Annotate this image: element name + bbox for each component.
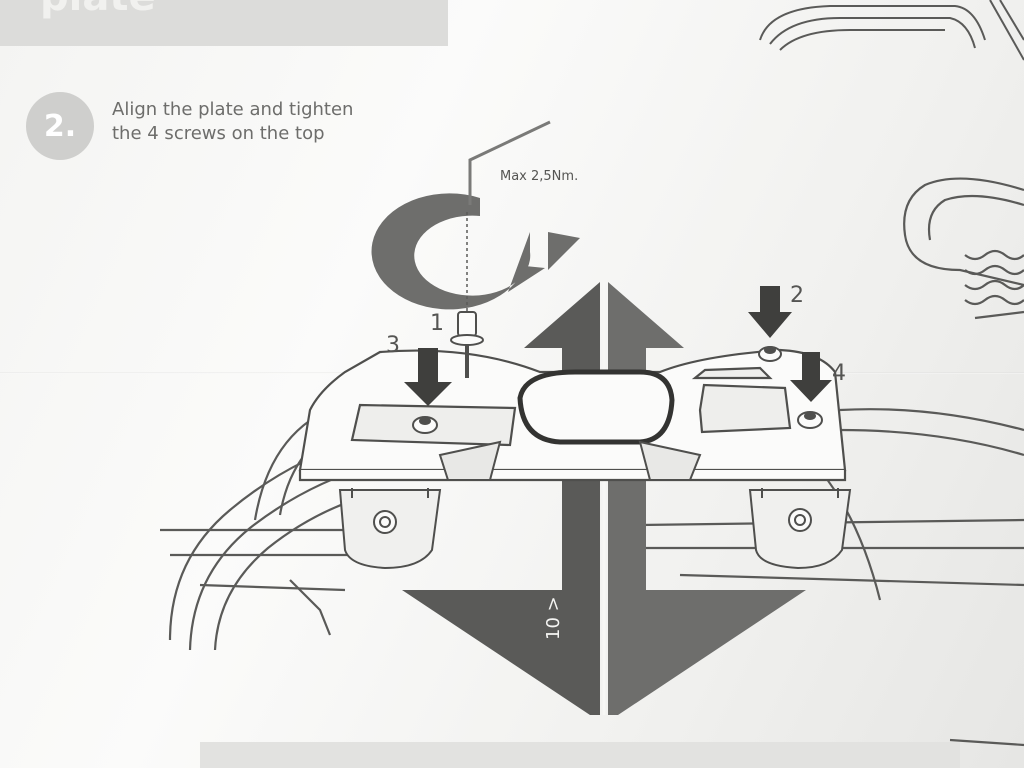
down-arrow-screw-4 bbox=[790, 352, 832, 402]
screw-label-3: 3 bbox=[386, 333, 400, 358]
distance-arrow bbox=[402, 282, 806, 715]
screw-2 bbox=[758, 346, 782, 362]
screw-label-4: 4 bbox=[832, 361, 846, 386]
left-clamp bbox=[338, 488, 442, 570]
distance-label: 10 > 17 cm bbox=[543, 535, 564, 641]
screw-4 bbox=[797, 411, 823, 429]
screw-3 bbox=[412, 416, 438, 434]
center-clamp bbox=[438, 369, 702, 481]
torque-rotation-icon bbox=[371, 120, 580, 315]
torque-label: Max 2,5Nm. bbox=[500, 169, 578, 184]
step-instruction: Align the plate and tighten the 4 screws… bbox=[112, 98, 432, 146]
instruction-line-2: the 4 screws on the top bbox=[112, 123, 325, 144]
banner-title: plate bbox=[40, 0, 156, 20]
screw-label-2: 2 bbox=[790, 283, 804, 308]
next-step-banner bbox=[200, 742, 960, 768]
down-arrow-screw-2 bbox=[748, 286, 792, 338]
step-badge: 2. bbox=[26, 92, 94, 160]
screw-1 bbox=[450, 311, 484, 378]
step-number: 2. bbox=[43, 108, 77, 144]
screw-label-1: 1 bbox=[430, 311, 444, 336]
instruction-line-1: Align the plate and tighten bbox=[112, 99, 354, 120]
down-arrow-screw-3 bbox=[404, 348, 452, 406]
previous-step-banner: plate bbox=[0, 0, 448, 46]
right-clamp bbox=[748, 488, 852, 570]
previous-step-illustration bbox=[759, 0, 1024, 61]
next-step-illustration bbox=[903, 177, 1024, 320]
